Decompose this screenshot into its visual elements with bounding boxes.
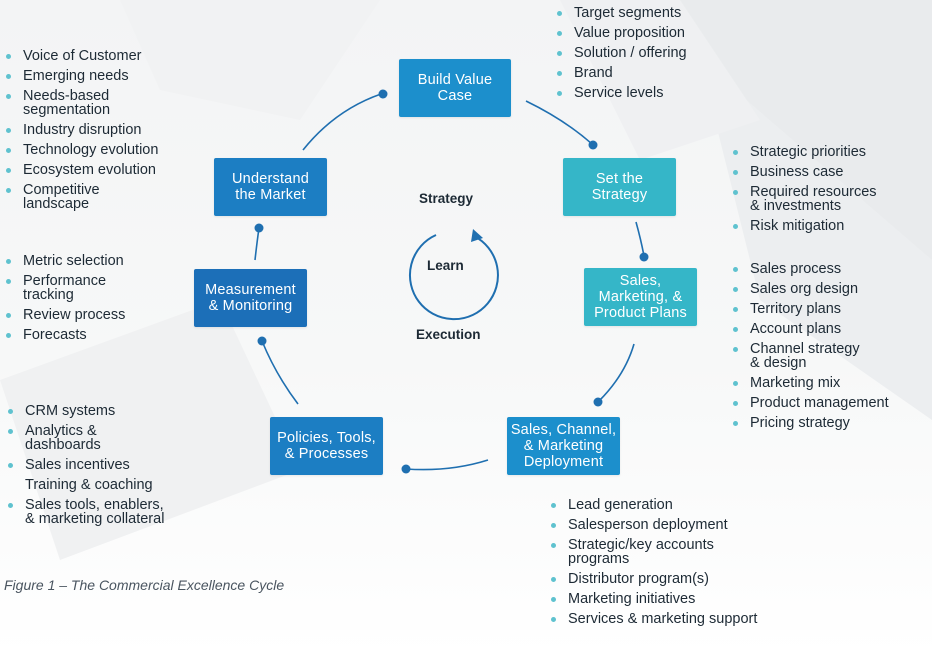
list-item: Account plans — [733, 322, 925, 336]
list-item: Performance tracking — [6, 274, 193, 302]
list-build-value-case: Target segments Value proposition Soluti… — [557, 6, 754, 106]
list-item: Required resources & investments — [733, 185, 920, 213]
list-item: Sales incentives — [8, 458, 225, 472]
connector-policy-to-measure — [261, 340, 299, 405]
list-sales-marketing-product-plans: Sales process Sales org design Territory… — [733, 262, 925, 436]
center-strategy-label: Strategy — [419, 191, 474, 206]
learn-cycle-arrow-icon — [408, 229, 499, 321]
list-item: Product management — [733, 396, 925, 410]
list-item: Risk mitigation — [733, 219, 920, 233]
list-item: Forecasts — [6, 328, 193, 342]
figure-caption: Figure 1 – The Commercial Excellence Cyc… — [4, 577, 285, 593]
list-item: Strategic priorities — [733, 145, 920, 159]
connector-plans-to-deploy — [598, 343, 635, 402]
stage-build-value-case: Build Value Case — [399, 59, 511, 117]
list-item: Service levels — [557, 86, 754, 100]
list-item: Pricing strategy — [733, 416, 925, 430]
list-item: Ecosystem evolution — [6, 163, 193, 177]
list-item: Sales tools, enablers, & marketing colla… — [8, 498, 225, 526]
list-sales-channel-marketing-deployment: Lead generation Salesperson deployment S… — [551, 498, 788, 632]
list-item: Solution / offering — [557, 46, 754, 60]
list-item: Channel strategy & design — [733, 342, 925, 370]
list-policies-tools-processes: CRM systems Analytics & dashboards Sales… — [8, 404, 225, 532]
list-item: Territory plans — [733, 302, 925, 316]
center-learn-label: Learn — [427, 258, 464, 273]
list-measurement-monitoring: Metric selection Performance tracking Re… — [6, 254, 193, 348]
list-item: Technology evolution — [6, 143, 193, 157]
connector-dot — [257, 336, 267, 346]
connector-dot — [588, 140, 598, 150]
stage-sales-marketing-product-plans: Sales, Marketing, & Product Plans — [584, 268, 697, 326]
connector-measure-to-market — [254, 227, 260, 261]
connector-dot — [254, 223, 264, 233]
list-item: Marketing initiatives — [551, 592, 788, 606]
list-set-the-strategy: Strategic priorities Business case Requi… — [733, 145, 920, 239]
connector-market-to-build — [302, 93, 382, 151]
stage-sales-channel-marketing-deployment: Sales, Channel, & Marketing Deployment — [507, 417, 620, 475]
stage-understand-the-market: Understand the Market — [214, 158, 327, 216]
list-item: Voice of Customer — [6, 49, 193, 63]
list-item: Emerging needs — [6, 69, 193, 83]
connector-set-to-plans — [635, 221, 645, 257]
list-item: Brand — [557, 66, 754, 80]
list-item: Salesperson deployment — [551, 518, 788, 532]
stage-policies-tools-processes: Policies, Tools, & Processes — [270, 417, 383, 475]
list-item: Training & coaching — [25, 477, 153, 493]
list-item: Business case — [733, 165, 920, 179]
list-item: CRM systems — [8, 404, 225, 418]
list-item: Sales process — [733, 262, 925, 276]
center-execution-label: Execution — [416, 327, 481, 342]
list-item: Sales org design — [733, 282, 925, 296]
list-item: Value proposition — [557, 26, 754, 40]
list-item: Competitive landscape — [6, 183, 193, 211]
connector-dot — [401, 464, 411, 474]
connector-dot — [639, 252, 649, 262]
connector-dot — [378, 89, 388, 99]
list-item: Metric selection — [6, 254, 193, 268]
stage-measurement-monitoring: Measurement & Monitoring — [194, 269, 307, 327]
list-item: Strategic/key accounts programs — [551, 538, 788, 566]
list-understand-the-market: Voice of Customer Emerging needs Needs-b… — [6, 49, 193, 217]
list-item: Needs-based segmentation — [6, 89, 193, 117]
list-item: Distributor program(s) — [551, 572, 788, 586]
connector-dot — [593, 397, 603, 407]
connector-deploy-to-policy — [405, 459, 489, 471]
list-item: Lead generation — [551, 498, 788, 512]
list-item: Target segments — [557, 6, 754, 20]
stage-set-the-strategy: Set the Strategy — [563, 158, 676, 216]
list-item: Industry disruption — [6, 123, 193, 137]
list-item: Analytics & dashboards — [8, 424, 225, 452]
connector-build-to-set — [525, 100, 593, 145]
list-item: Marketing mix — [733, 376, 925, 390]
list-item: Services & marketing support — [551, 612, 788, 626]
list-item: Review process — [6, 308, 193, 322]
